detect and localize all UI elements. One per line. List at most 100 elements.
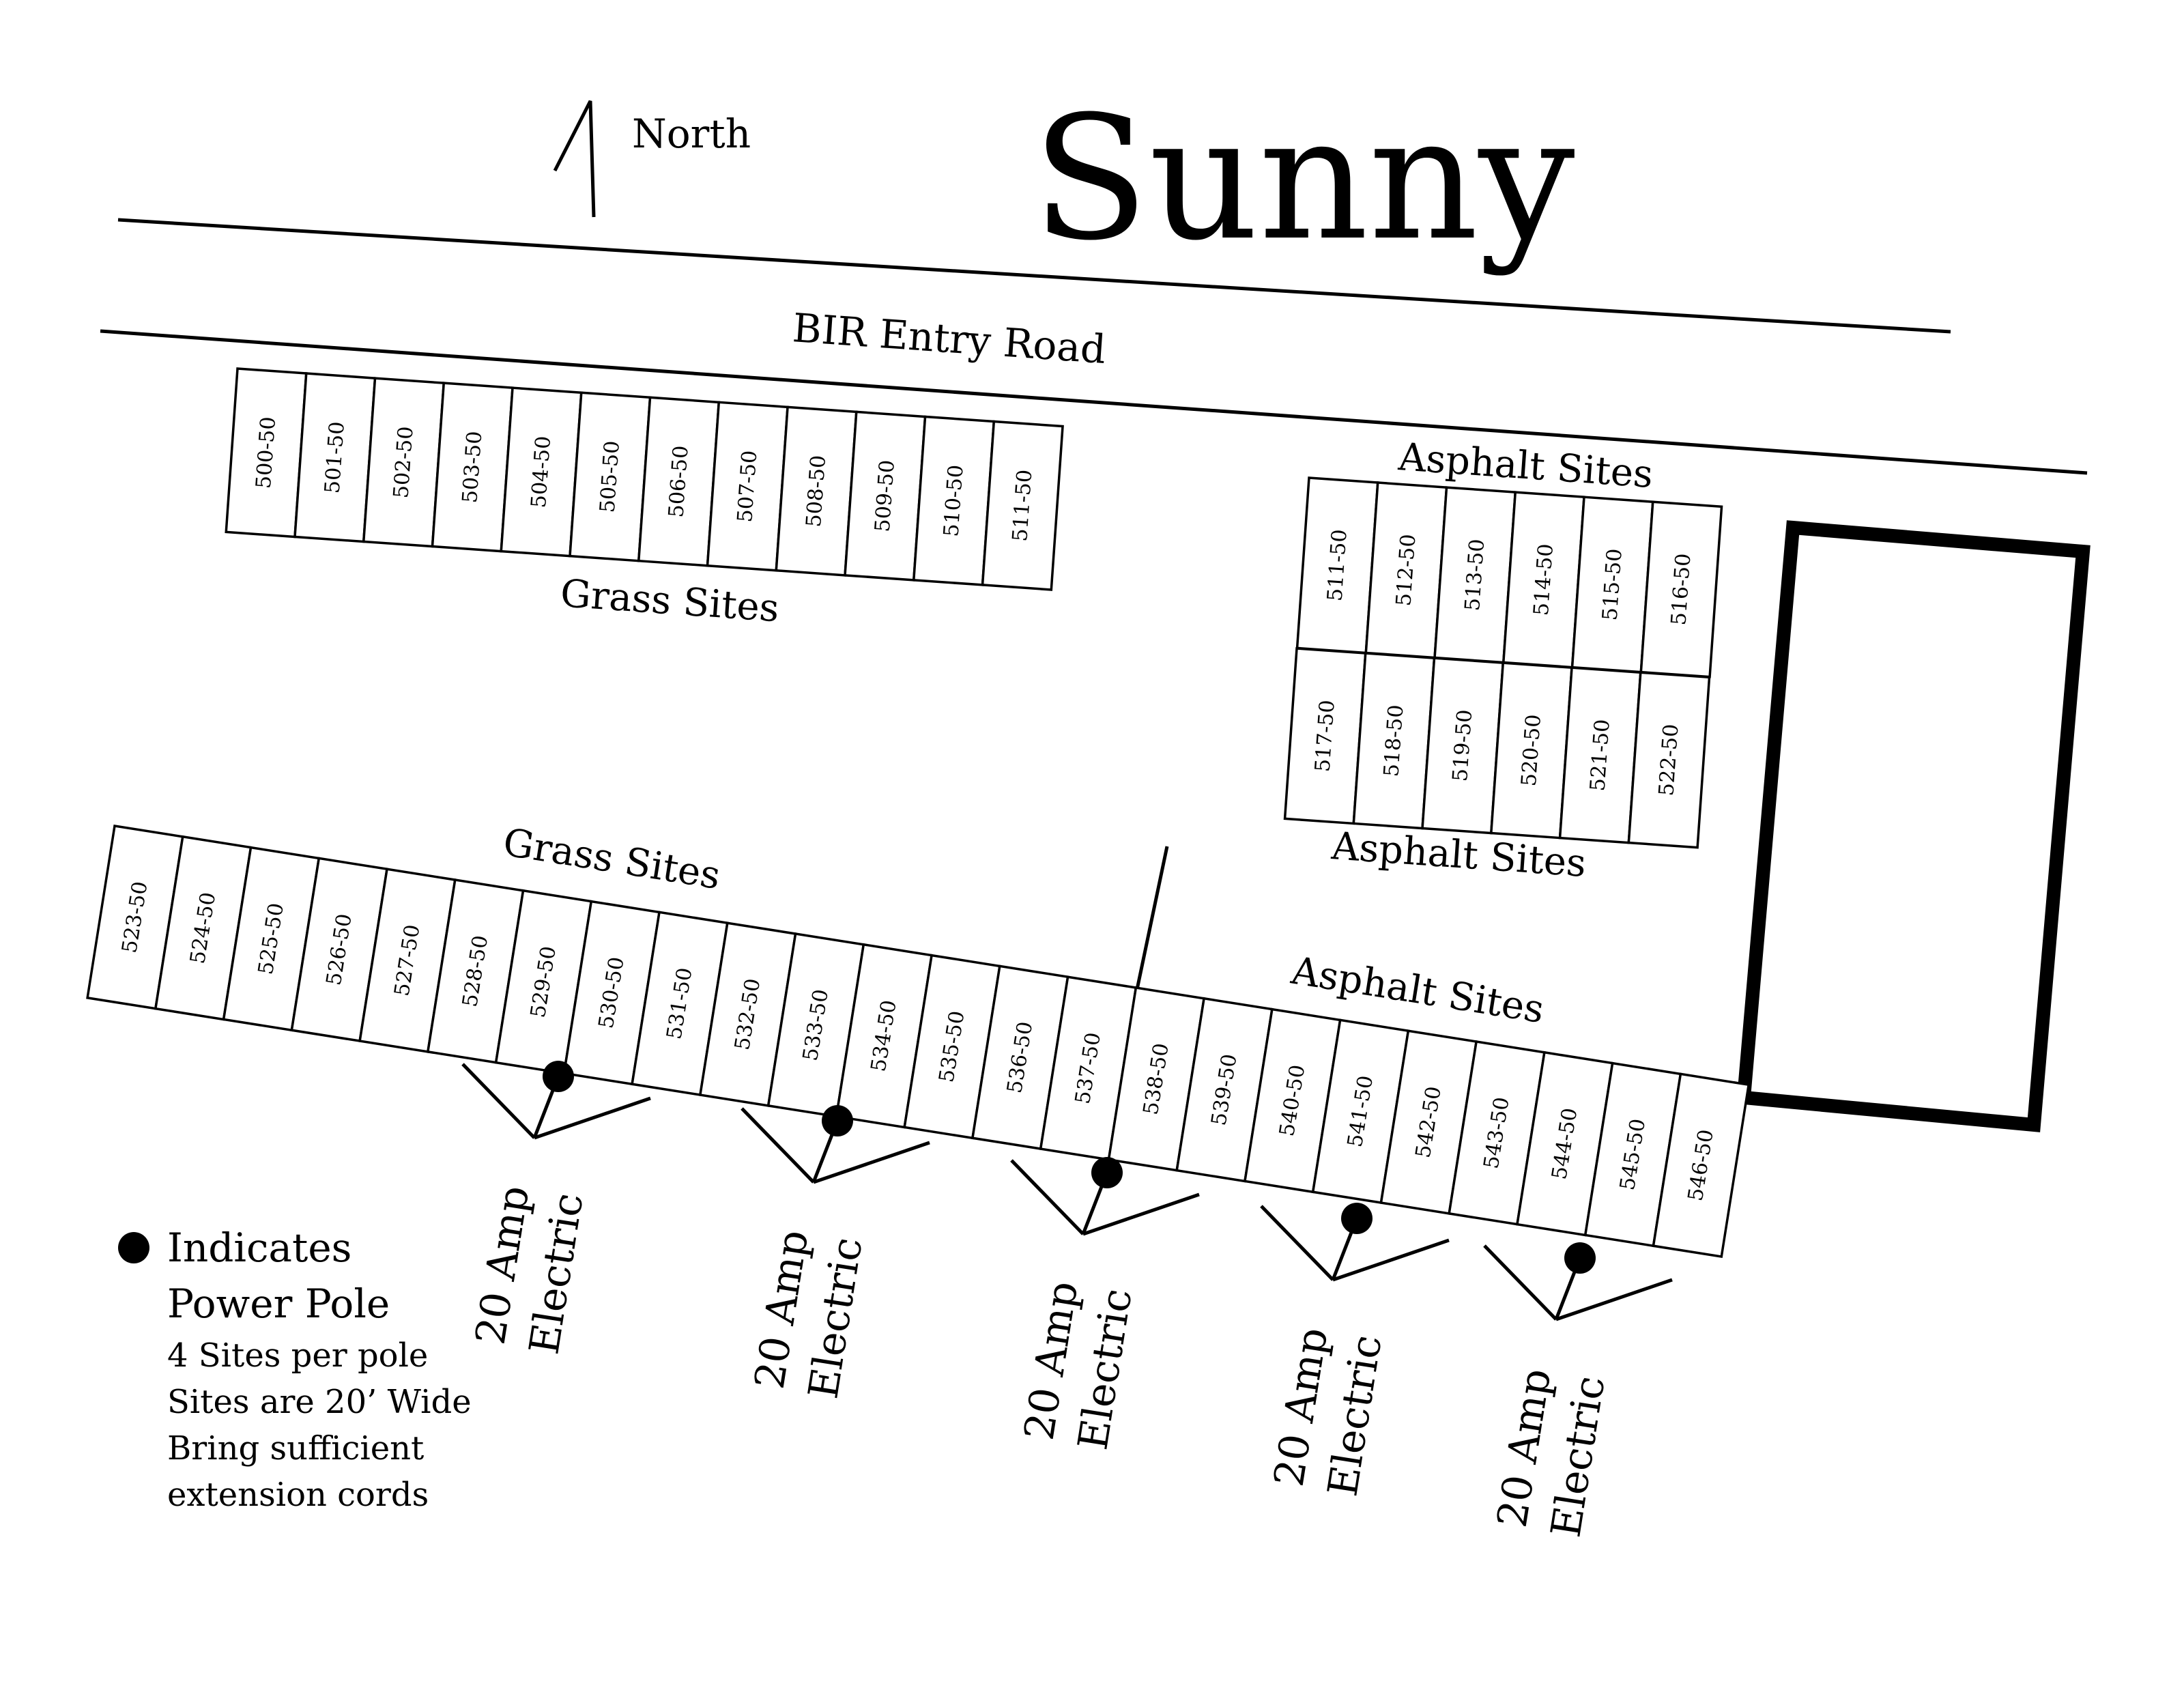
wire-left <box>1483 1244 1557 1321</box>
site-cell: 512-50 <box>1364 481 1448 659</box>
site-number: 505-50 <box>596 440 624 514</box>
site-number: 520-50 <box>1517 713 1546 787</box>
site-cell: 539-50 <box>1175 997 1274 1183</box>
site-number: 504-50 <box>527 435 556 509</box>
site-number: 508-50 <box>802 455 831 528</box>
site-cell: 502-50 <box>362 377 446 548</box>
site-number: 513-50 <box>1461 538 1489 612</box>
wire-left <box>741 1107 815 1184</box>
legend-line-4: Sites are 20’ Wide <box>167 1383 472 1421</box>
site-number: 516-50 <box>1667 553 1695 627</box>
site-cell: 507-50 <box>706 401 789 572</box>
site-number: 507-50 <box>733 450 762 524</box>
legend: Indicates Power Pole 4 Sites per pole Si… <box>118 1225 472 1514</box>
site-number: 512-50 <box>1392 533 1420 607</box>
road-edge-south <box>100 329 2088 475</box>
north-label: North <box>632 111 751 157</box>
site-cell: 518-50 <box>1352 652 1436 830</box>
wire-right <box>1555 1278 1673 1321</box>
site-cell: 519-50 <box>1421 657 1505 835</box>
building-outline <box>1736 520 2090 1132</box>
site-cell: 505-50 <box>569 391 652 562</box>
site-number: 503-50 <box>458 430 487 504</box>
site-cell: 514-50 <box>1502 491 1585 669</box>
asphalt-upper-sites: 511-50 512-50 513-50 514-50 515-50 516-50 517-… <box>1283 476 1723 849</box>
site-number: 510-50 <box>939 464 968 538</box>
site-number: 515-50 <box>1598 548 1627 622</box>
site-number: 518-50 <box>1379 704 1408 777</box>
legend-line-5: Bring sufficient <box>167 1429 424 1468</box>
site-cell: 509-50 <box>844 410 927 582</box>
site-cell: 524-50 <box>154 835 253 1021</box>
site-outline <box>1652 1072 1751 1259</box>
site-number: 502-50 <box>389 425 418 499</box>
site-cell: 520-50 <box>1489 661 1573 840</box>
site-cell: 506-50 <box>637 396 721 567</box>
site-cell: 546-50 <box>1652 1072 1751 1259</box>
wire-right <box>813 1141 930 1184</box>
power-pole-icon <box>822 1105 853 1136</box>
site-cell: 541-50 <box>1311 1018 1410 1205</box>
site-cell: 540-50 <box>1243 1007 1342 1194</box>
zone-label-grass-top: Grass Sites <box>559 571 781 631</box>
wire-right <box>1082 1192 1200 1236</box>
site-cell: 532-50 <box>698 921 797 1107</box>
legend-line-3: 4 Sites per pole <box>167 1336 428 1375</box>
site-cell: 521-50 <box>1558 666 1642 844</box>
site-cell: 504-50 <box>500 386 583 558</box>
site-number: 519-50 <box>1448 709 1477 782</box>
site-cell: 527-50 <box>358 868 457 1053</box>
wire-left <box>1260 1205 1334 1281</box>
wire-right <box>1332 1238 1450 1282</box>
site-cell: 517-50 <box>1283 647 1367 825</box>
site-number: 511-50 <box>1323 528 1352 602</box>
power-pole-legend-icon <box>118 1232 149 1263</box>
site-cell: 542-50 <box>1379 1029 1478 1215</box>
site-cell: 513-50 <box>1433 486 1517 664</box>
site-number: 514-50 <box>1529 543 1558 616</box>
site-cell: 511-50 <box>1295 476 1379 655</box>
site-cell: 531-50 <box>631 911 729 1097</box>
wire-right <box>534 1096 651 1140</box>
site-cell: 515-50 <box>1570 496 1654 674</box>
site-cell: 530-50 <box>562 900 661 1086</box>
power-pole-icon <box>1341 1203 1373 1234</box>
wire-left <box>1010 1159 1084 1235</box>
site-cell: 525-50 <box>222 846 321 1032</box>
site-cell: 522-50 <box>1627 671 1711 849</box>
site-cell: 523-50 <box>86 824 184 1010</box>
wire-left <box>461 1063 536 1139</box>
map-title: Sunny <box>1032 79 1575 278</box>
north-arrow-icon <box>553 100 596 218</box>
power-pole-icon <box>1091 1157 1123 1188</box>
legend-line-2: Power Pole <box>167 1281 390 1327</box>
road-edge-north <box>117 218 1951 334</box>
grass-top-sites: 500-50 501-50 502-50 503-50 504-50 505-50 506-… <box>225 367 1064 591</box>
site-number: 521-50 <box>1586 719 1615 792</box>
site-number: 500-50 <box>252 416 281 489</box>
power-pole-icon <box>543 1061 574 1092</box>
site-cell: 510-50 <box>912 415 996 586</box>
site-number: 506-50 <box>664 445 693 519</box>
site-cell: 516-50 <box>1639 500 1723 678</box>
site-cell: 544-50 <box>1515 1050 1614 1237</box>
site-number: 501-50 <box>321 420 349 494</box>
site-cell: 538-50 <box>1107 986 1206 1172</box>
power-pole-icon <box>1564 1242 1596 1274</box>
site-cell: 503-50 <box>431 382 514 553</box>
site-cell: 500-50 <box>225 367 308 539</box>
legend-line-6: extension cords <box>167 1476 429 1514</box>
site-number: 511-50 <box>1008 469 1037 543</box>
site-number: 509-50 <box>871 459 900 533</box>
site-cell: 501-50 <box>293 372 377 543</box>
